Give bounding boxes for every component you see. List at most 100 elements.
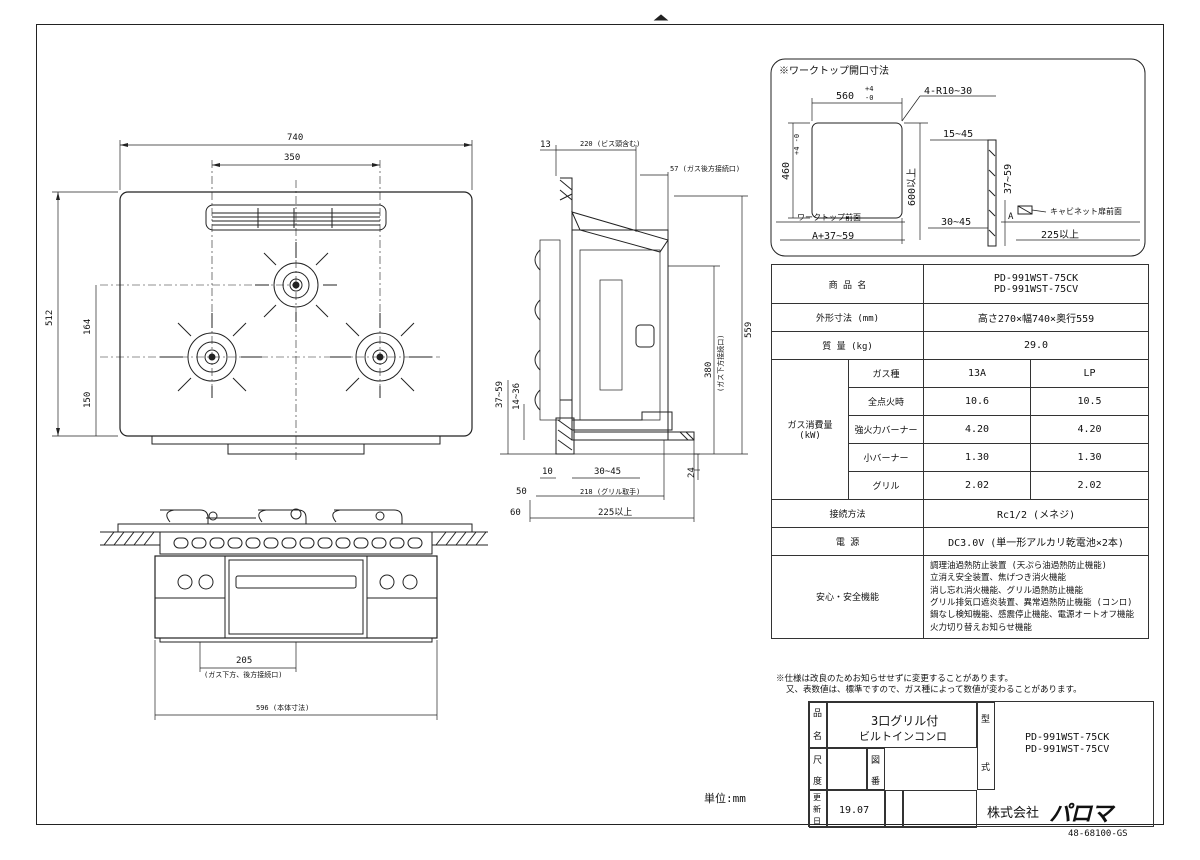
dim-side-13: 13 [540, 140, 551, 150]
row-lp: 10.5 [1030, 387, 1149, 416]
product-name-label: 商 品 名 [770, 264, 925, 304]
unit-label: 単位:mm [704, 792, 746, 805]
dim-side-30-45: 30~45 [594, 467, 622, 477]
cutout-title: ※ワークトップ開口寸法 [779, 66, 889, 77]
dim-164: 164 [83, 318, 93, 335]
gas-type-lp: LP [1030, 359, 1149, 388]
dim-side-50: 50 [516, 487, 527, 497]
dim-side-218: 218 (グリル取手) [580, 488, 641, 496]
dim-side-57: 57 (ガス後方接続口) [670, 165, 741, 173]
safety-line: 鍋なし検知機能、感震停止機能、電源オートオフ機能 [930, 610, 1135, 621]
row-lp: 1.30 [1030, 443, 1149, 472]
tb-name-2: ビルトインコンロ [859, 730, 947, 743]
tb-nichi: 日 [813, 817, 821, 826]
cutout-cabinet: キャビネット扉前面 [1050, 207, 1122, 216]
drawing-number: 48-68100-GS [1068, 829, 1128, 839]
note-line: 又、表数値は、標準ですので、ガス種によって数値が変わることがあります。 [786, 685, 1082, 696]
tb-company: 株式会社 [987, 806, 1040, 821]
title-block: 品 名 3口グリル付 ビルトインコンロ 型 式 PD-991WST-75CK P… [808, 701, 1154, 828]
connection-value: Rc1/2 (メネジ) [923, 499, 1149, 528]
table-row: 全点火時 10.6 10.5 [772, 387, 1149, 416]
cutout-600: 600以上 [907, 167, 918, 206]
mass-value: 29.0 [923, 331, 1149, 360]
dim-205: 205 [236, 656, 253, 666]
product-names-cell: PD-991WST-75CK PD-991WST-75CV [923, 264, 1149, 304]
tb-zu: 図 [871, 756, 881, 766]
row-label: グリル [847, 471, 925, 500]
tb-shaku: 尺 [813, 756, 823, 766]
dim-side-559: 559 [744, 321, 754, 338]
cutout-worktop-front: ワークトップ前面 [797, 213, 861, 222]
gas-type-label: ガス種 [847, 359, 925, 388]
mass-label: 質 量 (kg) [770, 331, 925, 360]
cutout-a-mark: A [1008, 212, 1014, 222]
cutout-width-tol-down: -0 [865, 94, 874, 102]
dim-side-220: 220 (ビス頭含む) [580, 140, 641, 148]
cutout-225: 225以上 [1041, 230, 1080, 241]
gas-consumption-label: ガス消費量 (kW) [771, 359, 849, 500]
row-13a: 4.20 [923, 415, 1032, 444]
spec-notes: ※仕様は改良のためお知らせせずに変更することがあります。 又、表数値は、標準です… [776, 674, 1082, 697]
cutout-height-tol: +4 -0 [793, 133, 801, 155]
tb-shiki: 式 [981, 763, 991, 773]
cutout-width: 560 [836, 91, 855, 102]
safety-line: 立消え安全装置、焦げつき消火機能 [930, 573, 1067, 584]
row-13a: 1.30 [923, 443, 1032, 472]
safety-line: 火力切り替えお知らせ機能 [930, 622, 1032, 633]
row-label: 強火力バーナー [847, 415, 925, 444]
dim-side-225: 225以上 [598, 508, 633, 518]
note-line: ※仕様は改良のためお知らせせずに変更することがあります。 [776, 674, 1013, 684]
connection-label: 接続方法 [770, 499, 925, 528]
dim-side-37-59: 37~59 [495, 380, 505, 408]
tb-hin: 品 [813, 709, 823, 719]
gas-type-13a: 13A [923, 359, 1032, 388]
outer-dim-value: 高さ270×幅740×奥行559 [923, 303, 1149, 332]
product-name-2: PD-991WST-75CV [993, 284, 1079, 295]
safety-line: 調理油過熱防止装置 (天ぷら油過熱防止機能) [930, 561, 1107, 571]
table-row: 小バーナー 1.30 1.30 [772, 443, 1149, 472]
cutout-30-45: 30~45 [941, 217, 972, 228]
tb-model-1: PD-991WST-75CK [1025, 732, 1110, 743]
tb-name-1: 3口グリル付 [871, 714, 939, 728]
tb-shin: 新 [813, 805, 821, 814]
dim-350: 350 [284, 153, 301, 163]
dim-740: 740 [287, 133, 304, 143]
tb-kata: 型 [981, 715, 991, 725]
tb-model-2: PD-991WST-75CV [1025, 744, 1110, 755]
row-13a: 10.6 [923, 387, 1032, 416]
safety-line: グリル排気口遮炎装置、異常過熱防止機能 (コンロ) [930, 597, 1133, 608]
tb-do: 度 [813, 777, 823, 787]
row-lp: 2.02 [1030, 471, 1149, 500]
safety-line: 消し忘れ消火機能、グリル過熱防止機能 [930, 585, 1084, 596]
row-label: 小バーナー [847, 443, 925, 472]
power-value: DC3.0V (単一形アルカリ乾電池×2本) [923, 527, 1149, 556]
tb-date: 19.07 [839, 805, 870, 816]
tb-kou: 更 [813, 793, 821, 802]
safety-label: 安心・安全機能 [770, 555, 925, 639]
cutout-15-45: 15~45 [943, 129, 974, 140]
dim-150: 150 [83, 391, 93, 408]
product-name-1: PD-991WST-75CK [993, 273, 1079, 284]
cutout-height: 460 [781, 161, 792, 180]
dim-205-note: (ガス下方、後方接続口) [204, 671, 283, 679]
power-label: 電 源 [770, 527, 925, 556]
row-label: 全点火時 [847, 387, 925, 416]
dim-side-60: 60 [510, 508, 521, 518]
dim-side-14-36: 14~36 [512, 382, 522, 410]
dim-596: 596 (本体寸法) [256, 704, 310, 712]
dim-side-380-note: (ガス下方接続口) [717, 334, 725, 392]
row-13a: 2.02 [923, 471, 1032, 500]
cutout-radius: 4-R10~30 [924, 86, 973, 97]
tb-ban: 番 [871, 777, 881, 787]
paloma-logo: パロマ [1049, 802, 1113, 827]
outer-dim-label: 外形寸法 (mm) [770, 303, 925, 332]
safety-features: 調理油過熱防止装置 (天ぷら油過熱防止機能) 立消え安全装置、焦げつき消火機能 … [923, 555, 1149, 639]
dim-side-10: 10 [542, 467, 553, 477]
gas-consumption-title: ガス消費量 [787, 421, 833, 431]
gas-consumption-unit: (kW) [799, 431, 821, 441]
cutout-37-59: 37~59 [1003, 163, 1014, 194]
row-lp: 4.20 [1030, 415, 1149, 444]
dim-side-24: 24 [687, 467, 697, 478]
spec-table: 商 品 名 PD-991WST-75CK PD-991WST-75CV 外形寸法… [770, 264, 1149, 639]
